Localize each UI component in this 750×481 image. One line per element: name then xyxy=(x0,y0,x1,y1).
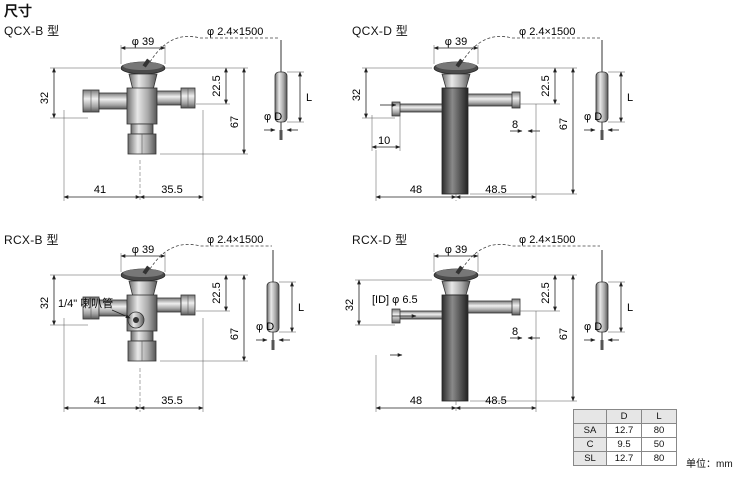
table-row: C 9.5 50 xyxy=(573,437,677,452)
dim-capillary: φ 2.4×1500 xyxy=(207,234,263,246)
spec-table: D L SA 12.7 80 C 9.5 50 SL 12.7 80 xyxy=(573,409,677,466)
dim-67: 67 xyxy=(558,328,570,340)
dim-phi39: φ 39 xyxy=(132,244,154,256)
dim-22-5: 22.5 xyxy=(540,75,552,96)
dim-capillary: φ 2.4×1500 xyxy=(207,26,263,38)
spec-header-d: D xyxy=(606,409,642,424)
label-id: [ID] φ 6.5 xyxy=(372,294,418,306)
dim-32: 32 xyxy=(351,89,363,101)
dim-48-5: 48.5 xyxy=(485,395,506,407)
spec-cell-d: 12.7 xyxy=(606,451,642,466)
unit-label: 单位：mm xyxy=(686,459,733,470)
dim-capillary: φ 2.4×1500 xyxy=(519,234,575,246)
dim-48: 48 xyxy=(410,184,422,196)
spec-header-l: L xyxy=(641,409,677,424)
dim-phi39: φ 39 xyxy=(132,36,154,48)
spec-row-name: SA xyxy=(573,423,607,438)
dim-phi39: φ 39 xyxy=(445,244,467,256)
dim-22-5: 22.5 xyxy=(211,282,223,303)
spec-row-name: C xyxy=(573,437,607,452)
dim-capillary: φ 2.4×1500 xyxy=(519,26,575,38)
spec-cell-l: 80 xyxy=(641,451,677,466)
view-rcx-d: φ 39 φ 2.4×1500 32 [ID] φ 6.5 8 22.5 xyxy=(344,234,633,412)
table-row: SA 12.7 80 xyxy=(573,423,677,438)
view-qcx-b: φ 39 φ 2.4×1500 32 22.5 67 41 3 xyxy=(39,26,312,201)
dim-41: 41 xyxy=(94,395,106,407)
dim-35-5: 35.5 xyxy=(161,184,182,196)
dim-L: L xyxy=(306,92,312,104)
spec-cell-l: 80 xyxy=(641,423,677,438)
page-title: 尺寸 xyxy=(4,3,32,19)
dim-48-5: 48.5 xyxy=(485,184,506,196)
dim-phiD: φ D xyxy=(584,321,602,333)
model-label-rcx-b: RCX-B 型 xyxy=(4,233,59,247)
dim-8: 8 xyxy=(512,326,518,338)
dim-L: L xyxy=(627,302,633,314)
dim-22-5: 22.5 xyxy=(540,282,552,303)
dim-41: 41 xyxy=(94,184,106,196)
view-rcx-b: φ 39 φ 2.4×1500 32 1/4" 喇叭管 22.5 67 xyxy=(39,234,304,412)
spec-header-blank xyxy=(573,409,607,424)
dim-phiD: φ D xyxy=(256,321,274,333)
spec-cell-d: 12.7 xyxy=(606,423,642,438)
dim-35-5: 35.5 xyxy=(161,395,182,407)
model-label-rcx-d: RCX-D 型 xyxy=(352,233,408,247)
dim-L: L xyxy=(627,92,633,104)
dim-67: 67 xyxy=(558,118,570,130)
dim-phiD: φ D xyxy=(264,111,282,123)
spec-table-header: D L xyxy=(573,409,677,424)
dim-phi39: φ 39 xyxy=(445,36,467,48)
spec-cell-d: 9.5 xyxy=(606,437,642,452)
dim-67: 67 xyxy=(229,116,241,128)
dim-67: 67 xyxy=(229,328,241,340)
dim-10: 10 xyxy=(378,135,390,147)
dim-L: L xyxy=(298,302,304,314)
view-qcx-d: φ 39 φ 2.4×1500 32 10 8 22.5 xyxy=(351,26,633,201)
model-label-qcx-b: QCX-B 型 xyxy=(4,24,60,38)
spec-cell-l: 50 xyxy=(641,437,677,452)
dim-48: 48 xyxy=(410,395,422,407)
label-flare: 1/4" 喇叭管 xyxy=(58,296,113,310)
dim-32: 32 xyxy=(344,299,356,311)
dim-22-5: 22.5 xyxy=(211,75,223,96)
dim-32: 32 xyxy=(39,92,51,104)
dim-phiD: φ D xyxy=(584,111,602,123)
model-label-qcx-d: QCX-D 型 xyxy=(352,24,409,38)
spec-row-name: SL xyxy=(573,451,607,466)
table-row: SL 12.7 80 xyxy=(573,451,677,466)
dim-32: 32 xyxy=(39,297,51,309)
dim-8: 8 xyxy=(512,119,518,131)
